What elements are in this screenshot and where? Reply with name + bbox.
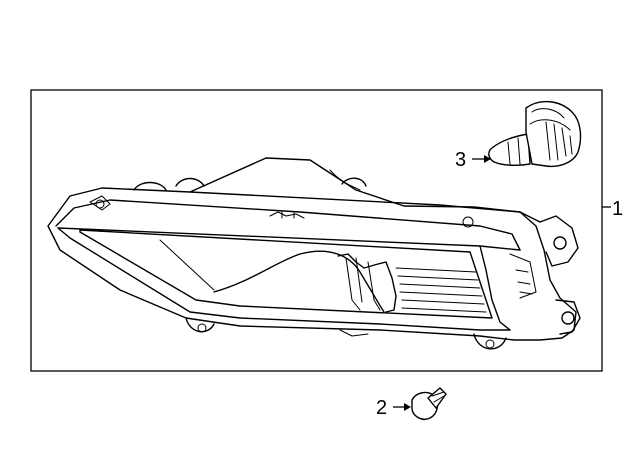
bulb <box>488 101 582 168</box>
fog-lamp-housing <box>47 157 581 350</box>
callout-3-label: 3 <box>455 149 466 171</box>
callout-2-label: 2 <box>376 397 387 419</box>
callout-2-arrowhead <box>404 403 411 411</box>
callout-3-arrowhead <box>484 155 491 163</box>
mounting-screw <box>411 387 447 420</box>
assembly-frame <box>30 89 603 372</box>
callout-1-label: 1 <box>612 198 623 220</box>
